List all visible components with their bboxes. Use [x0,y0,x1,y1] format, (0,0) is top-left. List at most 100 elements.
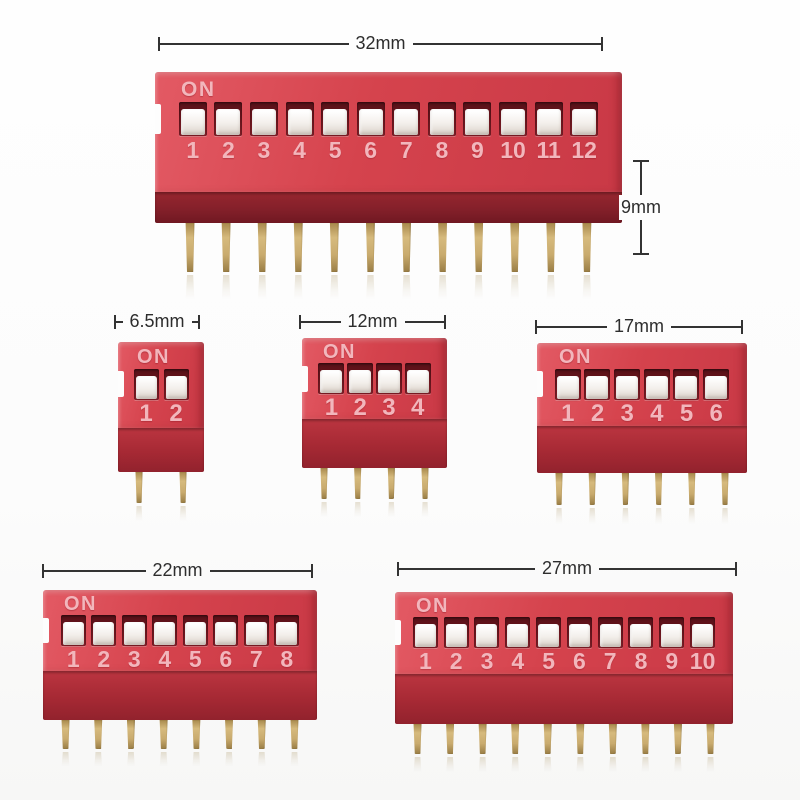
pin-reflection [225,752,233,768]
pin-reflection [608,757,617,774]
slider-row [155,100,622,138]
slider-cell [531,100,567,138]
slider-nub [476,624,498,647]
position-number: 3 [382,394,396,421]
slider-nub [507,624,529,647]
slider-cell [375,362,404,395]
slider-cell [161,367,191,401]
position-number: 11 [536,137,561,163]
slider-nub [616,375,639,399]
slider-well [703,368,730,400]
slider-cell [410,616,441,649]
position-number: 1 [561,400,575,427]
slider-well [412,617,438,648]
pin [402,223,411,272]
pin [421,468,429,499]
pin [543,724,552,754]
slider-well [628,617,654,648]
slider-nub [465,109,490,135]
slider-well [659,617,685,648]
pin-reflection [135,506,143,523]
slider-well [182,615,208,646]
pin-reflection [474,275,484,302]
pin-reflection [413,757,422,774]
slider-well [499,102,528,136]
slider-cell [211,614,242,647]
slider-nub [245,622,267,645]
pin [673,724,682,754]
pin-reflection [354,502,362,519]
slider-well [673,368,700,400]
position-number: 12 [571,137,597,163]
slider-cell [460,100,496,138]
slider-nub [251,109,276,135]
pin [290,720,299,749]
pin-reflection [510,275,520,302]
slider-well [534,102,563,136]
switch-front-face [395,674,733,724]
slider-nub [538,624,560,647]
pin-reflection [706,757,715,774]
slider-nub [406,369,429,393]
pin [413,724,422,754]
slider-well [249,102,278,136]
on-label: ON [64,593,97,615]
pin [257,223,267,272]
slider-cell [583,367,613,401]
position-number: 7 [399,137,413,163]
pin [257,720,266,749]
slider-nub [599,624,621,647]
slider-well [152,615,178,646]
pin [221,223,231,272]
pin-reflection-row [43,752,317,768]
pin-row [537,473,747,505]
pin [61,720,70,749]
pin [365,223,375,272]
slider-well [213,615,239,646]
slider-cell [687,616,718,649]
dimension-tick [158,37,160,51]
slider-cell [656,616,687,649]
dimension-line [399,568,535,570]
pin-reflection [621,508,629,526]
slider-nub [123,622,145,645]
pin [135,472,143,503]
position-number: 6 [364,137,378,163]
slider-row [537,367,747,401]
slider-nub [414,624,436,647]
pin-reflection-row [118,506,204,523]
slider-well [285,102,314,136]
slider-well [318,362,345,394]
dimension-width-dip-switch-10-position: 27mm [397,559,738,578]
dimension-tick [311,564,314,578]
pin-row [155,223,622,272]
dimension-tick [633,160,649,162]
slider-nub [62,622,84,645]
position-number: 10 [500,137,526,163]
slider-well [597,617,623,648]
pin-reflection [655,508,663,526]
slider-cell [612,367,642,401]
slider-cell [175,100,211,138]
dimension-width-label: 6.5mm [129,311,185,331]
dimension-line [599,568,736,570]
pin-reflection [543,757,552,774]
position-number: 5 [679,400,694,427]
pin [621,473,629,505]
pin-reflection [365,275,375,302]
slider-well [321,102,350,136]
pin-reflection [588,508,596,526]
slider-nub [93,622,115,645]
pin-reflection [641,757,650,774]
slider-well [133,368,159,400]
pin [159,720,168,749]
slider-cell [353,100,389,138]
slider-cell [495,100,531,138]
pin [179,472,187,503]
slider-well [274,615,300,646]
